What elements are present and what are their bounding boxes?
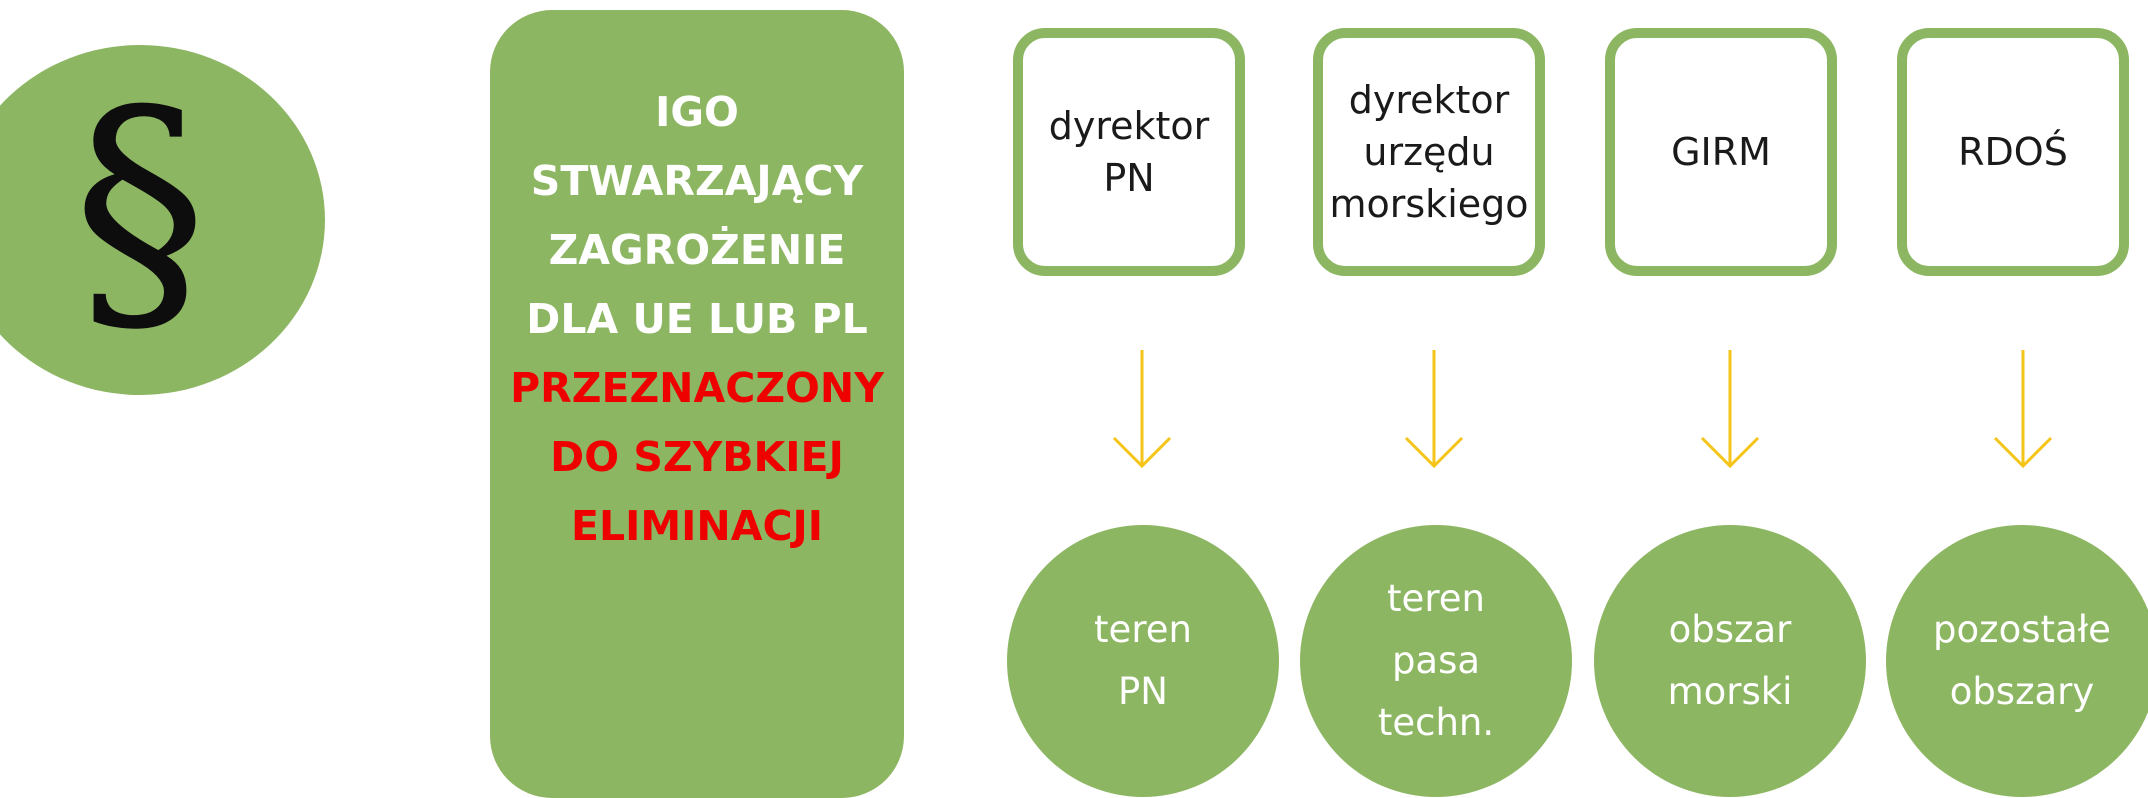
down-arrow-icon	[1404, 350, 1464, 469]
main-line: DLA UE LUB PL	[526, 294, 868, 343]
area-circle-other-areas: pozostałe obszary	[1886, 525, 2148, 797]
main-line-highlight: PRZEZNACZONY	[510, 363, 884, 412]
main-definition-box: IGO STWARZAJĄCY ZAGROŻENIE DLA UE LUB PL…	[490, 10, 904, 798]
main-line-highlight: ELIMINACJI	[570, 501, 824, 550]
main-definition-text: IGO STWARZAJĄCY ZAGROŻENIE DLA UE LUB PL…	[510, 78, 884, 561]
authority-box-girm: GIRM	[1605, 28, 1837, 276]
authority-box-pn: dyrektor PN	[1013, 28, 1245, 276]
down-arrow-icon	[1112, 350, 1172, 469]
main-line: IGO	[655, 87, 739, 136]
main-line: STWARZAJĄCY	[530, 156, 864, 205]
area-label: pozostałe obszary	[1933, 608, 2111, 713]
authority-label: dyrektor urzędu morskiego	[1329, 78, 1529, 226]
main-line: ZAGROŻENIE	[548, 225, 846, 274]
area-label: obszar morski	[1667, 608, 1793, 713]
authority-label: dyrektor PN	[1048, 104, 1210, 200]
authority-box-rdos: RDOŚ	[1897, 28, 2129, 276]
area-circle-technical-belt: teren pasa techn.	[1300, 525, 1572, 797]
area-label: teren pasa techn.	[1377, 577, 1495, 744]
main-line-highlight: DO SZYBKIEJ	[550, 432, 844, 481]
section-circle: §	[0, 45, 325, 395]
area-circle-pn: teren PN	[1007, 525, 1279, 797]
area-circle-sea-area: obszar morski	[1594, 525, 1866, 797]
section-sign-icon: §	[72, 52, 208, 367]
authority-label: RDOŚ	[1958, 130, 2068, 174]
down-arrow-icon	[1700, 350, 1760, 469]
area-label: teren PN	[1094, 608, 1192, 713]
down-arrow-icon	[1993, 350, 2053, 469]
authority-label: GIRM	[1671, 130, 1771, 174]
authority-box-maritime-office: dyrektor urzędu morskiego	[1313, 28, 1545, 276]
